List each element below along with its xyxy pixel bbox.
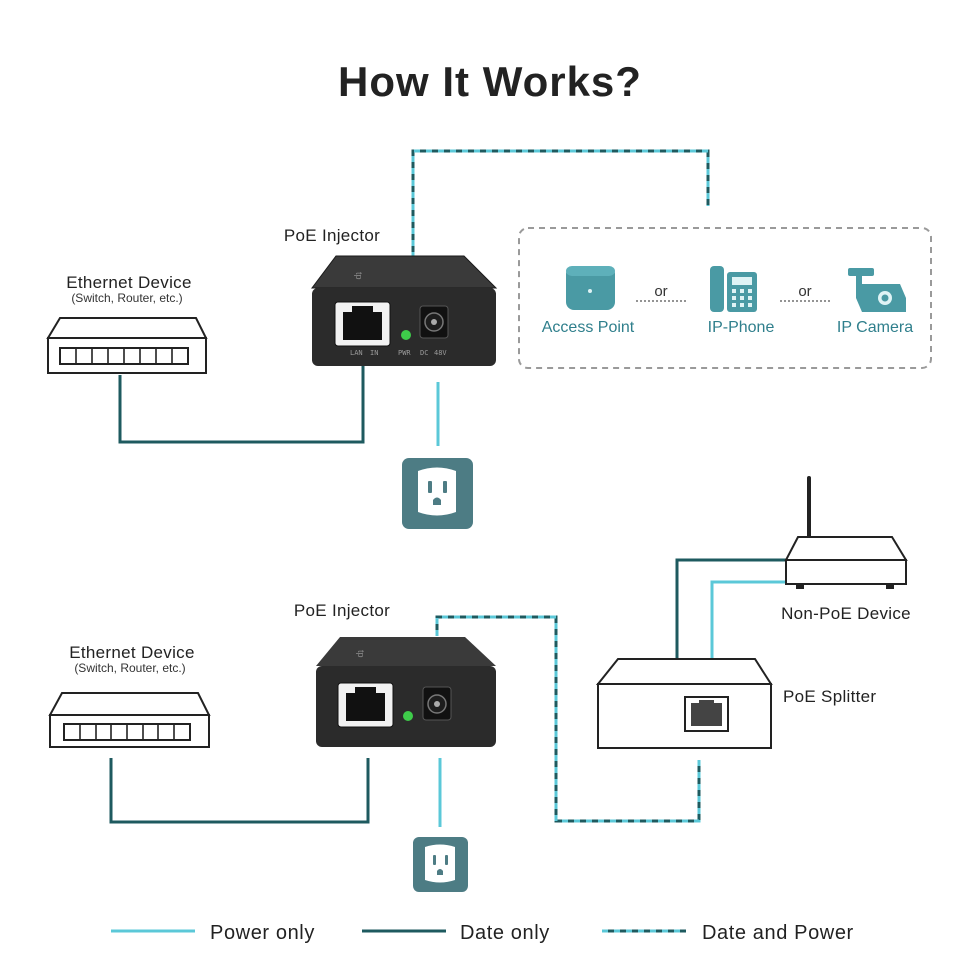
legend-data-only-label: Date only (460, 922, 550, 944)
top-ethernet-switch (46, 317, 208, 374)
port-label-in: IN (370, 349, 378, 357)
bottom-poe-injector: tp (316, 637, 496, 747)
top-data-power-cable (411, 149, 710, 258)
top-power-outlet-icon (402, 458, 473, 529)
port-label-lan: LAN (350, 349, 363, 357)
or-separator-1: or (654, 283, 667, 300)
bottom-data-power-cable (435, 615, 701, 823)
port-label-dc: DC (420, 349, 428, 357)
bottom-ethernet-device-label: Ethernet Device (69, 643, 194, 662)
top-ethernet-device-sublabel: (Switch, Router, etc.) (71, 291, 182, 305)
ip-camera-label: IP Camera (837, 319, 913, 336)
access-point-icon (566, 266, 615, 310)
splitter-power-cable (710, 580, 790, 659)
bottom-data-cable (109, 758, 370, 824)
top-ethernet-device-label: Ethernet Device (66, 273, 191, 292)
poe-splitter-label: PoE Splitter (783, 687, 876, 706)
bottom-ethernet-switch (48, 692, 211, 748)
top-data-cable (118, 362, 365, 444)
powered-devices-group (518, 227, 932, 369)
top-poe-injector: tp LAN IN PWR DC 48V (311, 255, 498, 366)
non-poe-router (784, 476, 908, 589)
port-label-pwr: PWR (398, 349, 411, 357)
ip-phone-label: IP-Phone (708, 319, 775, 336)
poe-splitter (595, 658, 773, 749)
legend: Power only Date only Date and Power (111, 922, 854, 944)
bottom-ethernet-device-sublabel: (Switch, Router, etc.) (74, 661, 185, 675)
port-label-48v: 48V (434, 349, 447, 357)
splitter-data-cable (675, 558, 790, 659)
ip-camera-icon (848, 268, 906, 312)
non-poe-device-label: Non-PoE Device (781, 604, 911, 623)
ip-phone-icon (710, 266, 757, 312)
legend-power-only-label: Power only (210, 922, 315, 944)
legend-data-power-label: Date and Power (702, 922, 854, 944)
brand-logo-bottom: tp (356, 650, 366, 658)
or-separator-2: or (798, 283, 811, 300)
bottom-injector-label: PoE Injector (294, 601, 390, 620)
top-injector-label: PoE Injector (284, 226, 380, 245)
bottom-power-outlet-icon (413, 837, 468, 892)
brand-logo: tp (354, 272, 364, 280)
page-title: How It Works? (338, 58, 642, 105)
access-point-label: Access Point (542, 319, 635, 336)
